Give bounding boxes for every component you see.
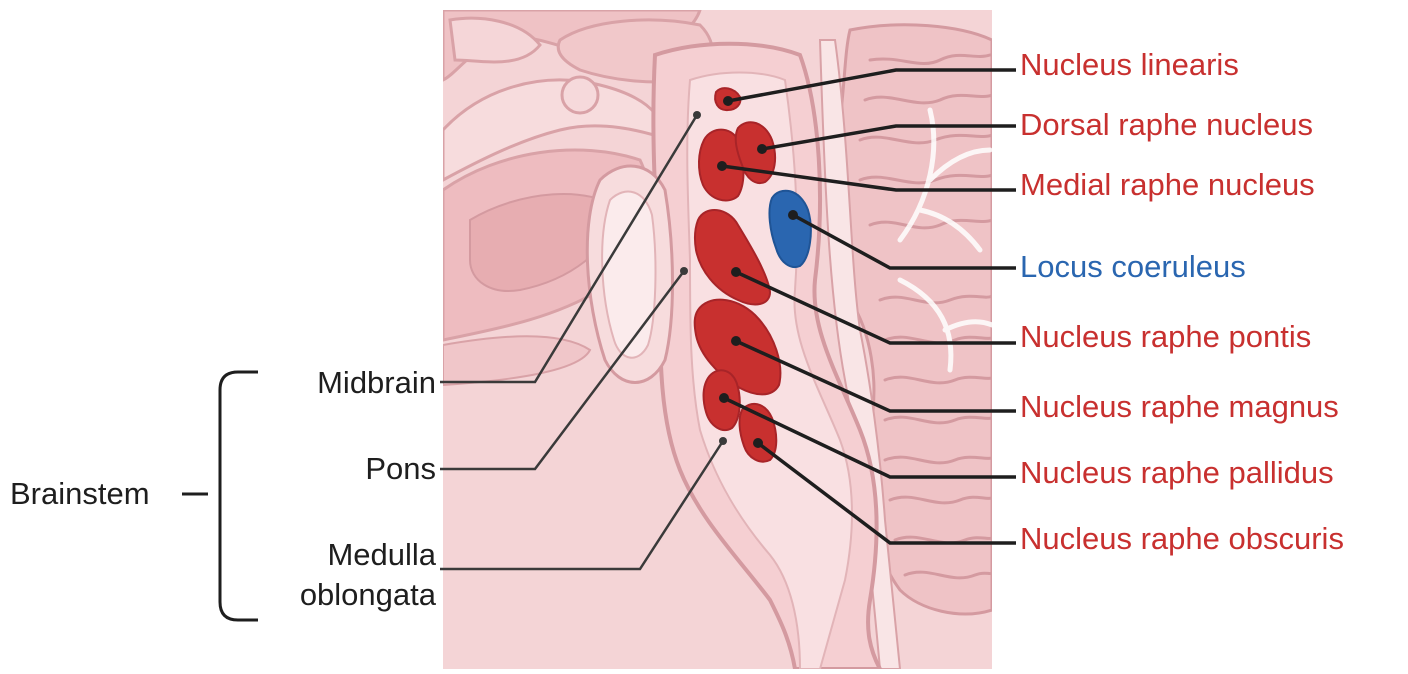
label-dorsal-raphe-nucleus: Dorsal raphe nucleus <box>1020 108 1313 142</box>
label-nucleus-raphe-obscuris: Nucleus raphe obscuris <box>1020 522 1344 556</box>
label-midbrain: Midbrain <box>240 366 436 400</box>
label-medial-raphe-nucleus: Medial raphe nucleus <box>1020 168 1315 202</box>
label-nucleus-raphe-pontis: Nucleus raphe pontis <box>1020 320 1311 354</box>
label-pons: Pons <box>240 452 436 486</box>
label-nucleus-raphe-pallidus: Nucleus raphe pallidus <box>1020 456 1334 490</box>
label-brainstem: Brainstem <box>10 477 150 511</box>
label-locus-coeruleus: Locus coeruleus <box>1020 250 1246 284</box>
label-nucleus-linearis: Nucleus linearis <box>1020 48 1239 82</box>
label-medulla-line1: Medulla <box>240 538 436 572</box>
label-nucleus-raphe-magnus: Nucleus raphe magnus <box>1020 390 1339 424</box>
label-medulla-line2: oblongata <box>240 578 436 612</box>
